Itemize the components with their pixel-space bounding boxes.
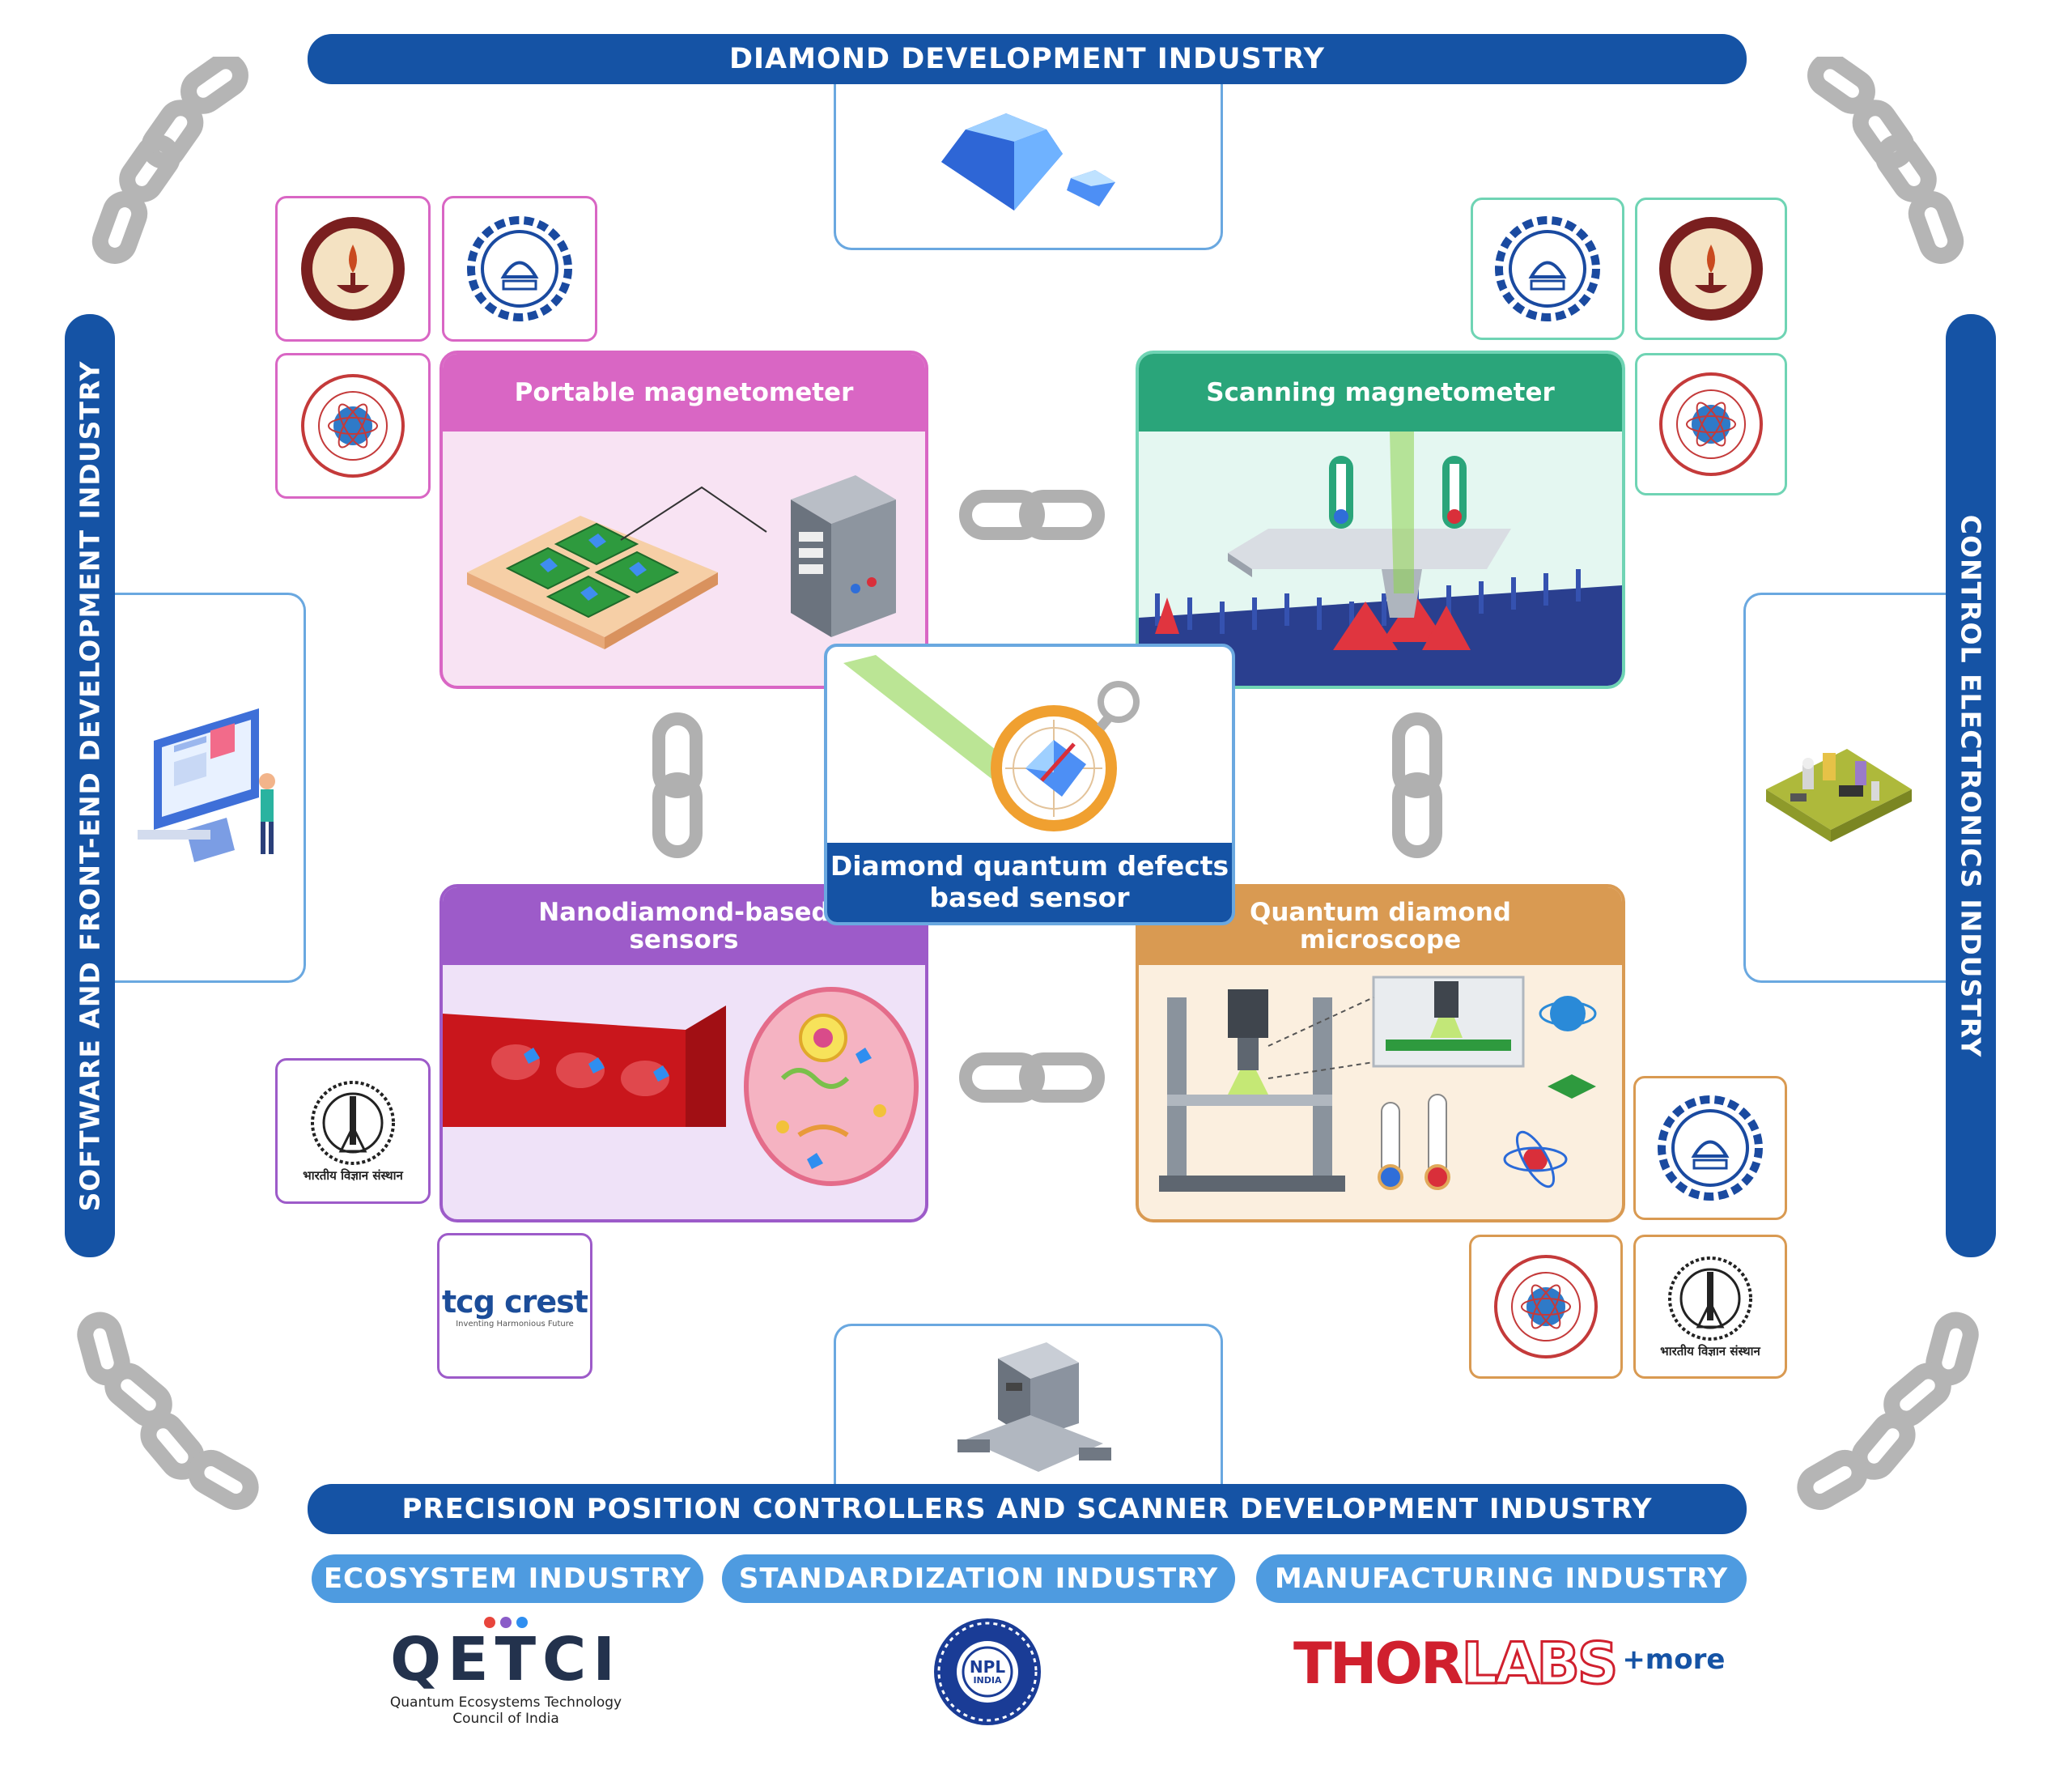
npl-india-logo: NPL INDIA <box>931 1615 1044 1728</box>
qetci-dots-icon <box>484 1617 528 1628</box>
sensor-array-illustration <box>467 475 896 649</box>
tcg-crest-name: tcg crest <box>442 1283 588 1320</box>
iit-madras-logo-right <box>1635 198 1787 340</box>
chain-icon-top-right <box>1807 57 1964 264</box>
portable-magnetometer-panel: Portable magnetometer <box>439 351 928 689</box>
thorlabs-labs: LABS <box>1460 1630 1620 1699</box>
left-banner-label: SOFTWARE AND FRONT-END DEVELOPMENT INDUS… <box>74 360 106 1211</box>
nanodiamond-title-line2: sensors <box>629 925 739 955</box>
qetci-wordmark: QETCI <box>390 1625 622 1694</box>
portable-magnetometer-title: Portable magnetometer <box>443 354 925 432</box>
positioner-image-box <box>834 1324 1223 1488</box>
quantum-diamond-microscope-panel: Quantum diamond microscope <box>1136 884 1625 1222</box>
microscope-illustration <box>1159 976 1597 1192</box>
chain-icon-bottom-right <box>1797 1312 1979 1510</box>
positioning-stage-icon <box>957 1342 1111 1472</box>
qdm-title-line1: Quantum diamond <box>1250 897 1511 927</box>
top-banner: DIAMOND DEVELOPMENT INDUSTRY <box>308 34 1747 84</box>
ecosystem-industry-pill: ECOSYSTEM INDUSTRY <box>312 1554 703 1603</box>
iit-madras-logo <box>275 196 431 342</box>
center-sensor-label-line1: Diamond quantum defects <box>830 850 1229 882</box>
chain-link-icon-bottom <box>959 1052 1105 1103</box>
iit-bombay-logo <box>442 196 597 342</box>
diamond-image-box <box>834 57 1223 250</box>
iiser-bhopal-logo-qdm <box>1469 1235 1623 1379</box>
thorlabs-logo: THOR LABS +more <box>1293 1630 1747 1699</box>
qetci-logo: QETCI Quantum Ecosystems Technology Coun… <box>372 1615 639 1728</box>
iisc-logo-text: भारतीय विज्ञान संस्थान <box>303 1168 403 1183</box>
center-sensor-box: Diamond quantum defects based sensor <box>824 644 1235 925</box>
center-sensor-label-line2: based sensor <box>929 882 1130 913</box>
manufacturing-industry-pill: MANUFACTURING INDUSTRY <box>1256 1554 1747 1603</box>
chain-link-icon-top <box>959 490 1105 540</box>
chain-link-icon-right <box>1392 712 1442 858</box>
left-vertical-banner: SOFTWARE AND FRONT-END DEVELOPMENT INDUS… <box>65 314 115 1257</box>
scanning-magnetometer-panel: Scanning magnetometer <box>1136 351 1625 689</box>
computer-user-icon <box>138 708 275 862</box>
center-sensor-label: Diamond quantum defects based sensor <box>827 843 1232 922</box>
circuit-board-icon <box>1766 749 1912 842</box>
software-image-box <box>113 593 306 983</box>
electronics-image-box <box>1743 593 1948 983</box>
iiser-bhopal-logo <box>275 353 431 499</box>
chain-link-icon-left <box>652 712 703 858</box>
iit-bombay-logo-right <box>1471 198 1624 340</box>
more-label: +more <box>1622 1643 1726 1676</box>
thorlabs-thor: THOR <box>1293 1631 1464 1697</box>
qetci-fullname-line1: Quantum Ecosystems Technology <box>389 1694 622 1711</box>
bottom-banner: PRECISION POSITION CONTROLLERS AND SCANN… <box>308 1484 1747 1534</box>
npl-logo-text: NPL <box>969 1657 1006 1677</box>
iisc-logo: भारतीय विज्ञान संस्थान <box>275 1058 431 1204</box>
afm-scanning-illustration <box>1139 432 1622 686</box>
tcg-crest-logo: tcg crest Inventing Harmonious Future <box>437 1233 592 1379</box>
standardization-industry-pill: STANDARDIZATION INDUSTRY <box>722 1554 1235 1603</box>
blood-vessel-cell-illustration <box>443 987 919 1186</box>
iisc-logo-qdm-text: भारतीय विज्ञान संस्थान <box>1660 1344 1760 1358</box>
diamond-icon <box>941 113 1115 210</box>
nanodiamond-title-line1: Nanodiamond-based <box>538 897 830 927</box>
chain-icon-top-left <box>91 57 248 264</box>
iiser-bhopal-logo-right <box>1635 353 1787 495</box>
qdm-title-line2: microscope <box>1299 925 1462 955</box>
chain-icon-bottom-left <box>77 1312 259 1510</box>
scanning-magnetometer-title: Scanning magnetometer <box>1139 354 1622 432</box>
iisc-logo-qdm: भारतीय विज्ञान संस्थान <box>1633 1235 1787 1379</box>
right-banner-label: CONTROL ELECTRONICS INDUSTRY <box>1955 514 1987 1057</box>
nanodiamond-sensors-panel: Nanodiamond-based sensors <box>439 884 928 1222</box>
qetci-fullname-line2: Council of India <box>452 1711 559 1727</box>
iit-bombay-logo-qdm <box>1633 1076 1787 1220</box>
right-vertical-banner: CONTROL ELECTRONICS INDUSTRY <box>1946 314 1996 1257</box>
npl-logo-subtext: INDIA <box>973 1675 1002 1686</box>
diamond-compass-icon <box>843 655 1140 831</box>
tcg-crest-tagline: Inventing Harmonious Future <box>456 1319 574 1329</box>
